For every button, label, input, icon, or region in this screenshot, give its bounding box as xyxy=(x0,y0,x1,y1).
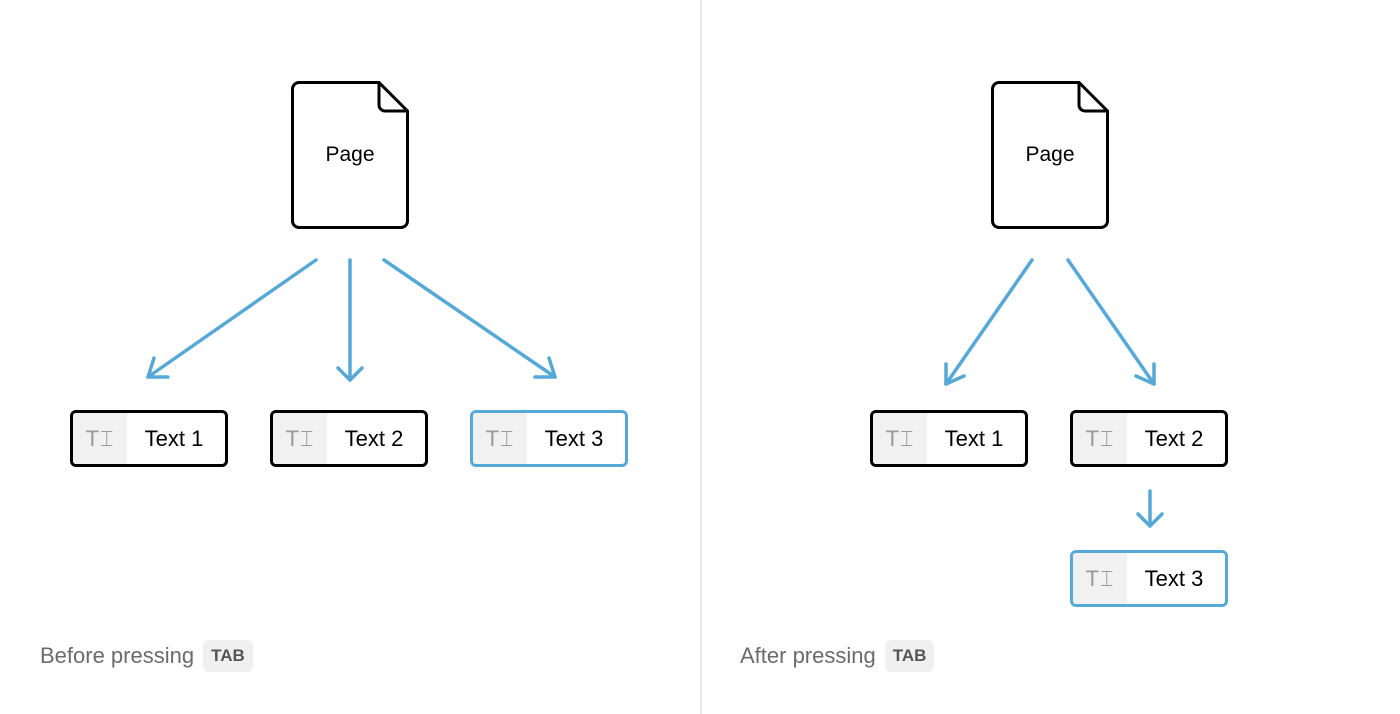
block-label: Text 2 xyxy=(344,425,404,451)
text-block-2-after[interactable]: T⌶ Text 2 xyxy=(1070,410,1228,467)
page-document-icon xyxy=(291,81,409,229)
arrow-page-to-text3-before xyxy=(382,258,557,379)
block-label: Text 1 xyxy=(944,425,1004,451)
page-label: Page xyxy=(1025,143,1075,166)
text-type-icon: T⌶ xyxy=(73,413,127,464)
arrow-text2-to-text3-after xyxy=(1136,489,1164,528)
text-block-3-after[interactable]: T⌶ Text 3 xyxy=(1070,550,1228,607)
tab-key-badge: TAB xyxy=(884,640,935,672)
block-label: Text 2 xyxy=(1144,425,1204,451)
text-block-2-before[interactable]: T⌶ Text 2 xyxy=(270,410,428,467)
block-label: Text 3 xyxy=(1144,565,1204,591)
arrow-page-to-text2-after xyxy=(1066,258,1156,386)
caption-after: After pressing TAB xyxy=(740,640,935,672)
page-node-after: Page xyxy=(991,81,1109,229)
caption-text: Before pressing xyxy=(40,643,195,668)
arrow-page-to-text2-before xyxy=(336,258,364,382)
page-label: Page xyxy=(325,143,375,166)
block-label: Text 1 xyxy=(144,425,204,451)
text-block-1-after[interactable]: T⌶ Text 1 xyxy=(870,410,1028,467)
text-block-3-before[interactable]: T⌶ Text 3 xyxy=(470,410,628,467)
tab-key-badge: TAB xyxy=(203,640,253,672)
page-document-icon xyxy=(991,81,1109,229)
text-type-icon: T⌶ xyxy=(1073,413,1127,464)
arrow-page-to-text1-before xyxy=(146,258,318,379)
text-type-icon: T⌶ xyxy=(473,413,527,464)
caption-before: Before pressing TAB xyxy=(40,640,253,672)
text-type-icon: T⌶ xyxy=(873,413,927,464)
caption-text: After pressing xyxy=(740,643,876,668)
text-type-icon: T⌶ xyxy=(1073,553,1127,604)
block-label: Text 3 xyxy=(544,425,604,451)
text-block-1-before[interactable]: T⌶ Text 1 xyxy=(70,410,228,467)
panel-divider xyxy=(700,0,702,714)
arrow-page-to-text1-after xyxy=(944,258,1034,386)
page-node-before: Page xyxy=(291,81,409,229)
text-type-icon: T⌶ xyxy=(273,413,327,464)
